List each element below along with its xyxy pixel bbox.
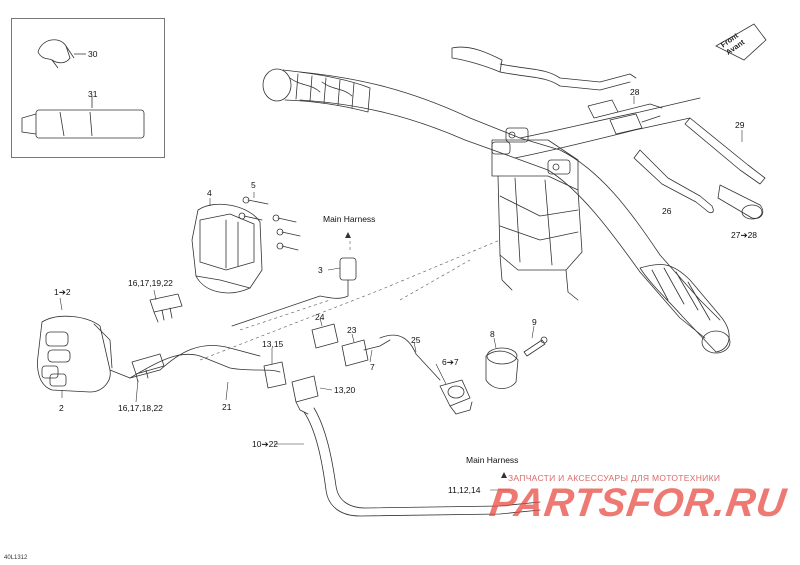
front-arrow-icon [715,23,767,61]
callout-30: 30 [88,49,98,59]
callout-1-2: 1➔2 [54,287,71,297]
right-grip [639,264,731,354]
control-switch-1-2 [37,315,161,393]
diagram-code: 40L1312 [4,555,28,561]
callout-26: 26 [662,206,672,216]
left-grip [262,68,371,113]
wire-25 [379,334,441,381]
callout-3: 3 [318,265,323,275]
callout-25: 25 [411,335,421,345]
part-4-housing [191,203,263,294]
callout-21: 21 [222,402,232,412]
hose-29 [684,117,766,185]
arrow-main-harness-top [345,232,351,238]
accessory-inset-box [11,18,165,158]
callout-29: 29 [735,120,745,130]
part-9-pin [523,336,548,357]
connector-24 [311,323,339,349]
callout-4: 4 [207,188,212,198]
connector-23 [341,339,391,367]
callout-5: 5 [251,180,256,190]
screws-5 [238,196,301,251]
callout-16-17-18-22: 16,17,18,22 [118,403,163,413]
hose-26 [633,149,714,214]
callout-31: 31 [88,89,98,99]
cable-10-22 [303,407,541,517]
part-8-knob [485,347,519,389]
leader-lines [59,53,743,491]
part-6-7 [439,379,473,415]
callout-9: 9 [532,317,537,327]
callout-8: 8 [490,329,495,339]
part-3-connector [231,257,357,327]
callout-27-28: 27➔28 [731,230,758,240]
connector-13-15 [263,361,319,415]
callout-11-12-14: 11,12,14 [448,485,481,495]
handlebar [299,71,721,339]
watermark-logo: PARTSFOR.RU [486,481,790,525]
arrow-main-harness-bottom [501,472,507,478]
callout-16-17-19-22: 16,17,19,22 [128,278,173,288]
harness-21 [129,345,281,379]
callout-10-22: 10➔22 [252,439,279,449]
callout-2: 2 [59,403,64,413]
label-main-harness-top: Main Harness [323,214,376,224]
callout-24: 24 [315,312,325,322]
throttle-cable [451,46,637,91]
callout-23: 23 [347,325,357,335]
callout-28: 28 [630,87,640,97]
callout-7: 7 [370,362,375,372]
callout-6-7: 6➔7 [442,357,459,367]
riser-assembly [491,127,583,301]
watermark-tagline: ЗАПЧАСТИ И АКСЕССУАРЫ ДЛЯ МОТОТЕХНИКИ [508,473,721,483]
routing-lines [199,239,501,361]
connector-16-17-19-22 [149,293,183,323]
callout-13-20: 13,20 [334,385,356,395]
connector-28 [587,99,663,135]
label-main-harness-bottom: Main Harness [466,455,519,465]
part-27-28 [717,184,764,220]
callout-13-15: 13,15 [262,339,284,349]
